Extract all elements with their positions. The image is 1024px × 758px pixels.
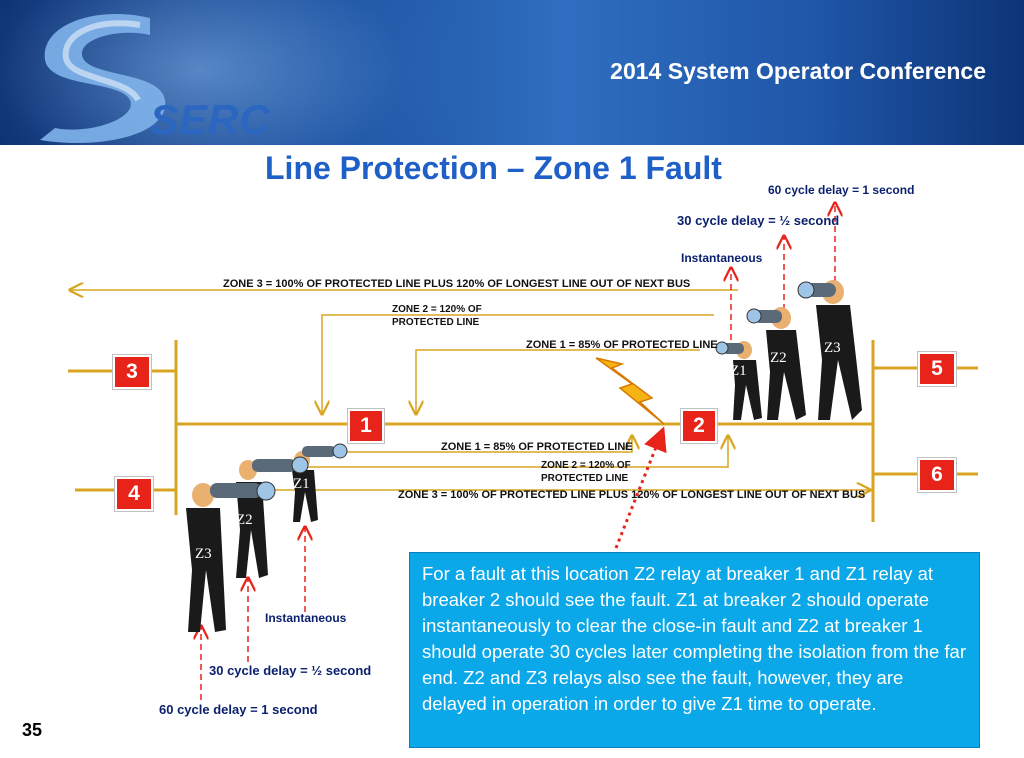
- slide-title: Line Protection – Zone 1 Fault: [265, 150, 722, 186]
- left-zone3-label: ZONE 3 = 100% OF PROTECTED LINE PLUS 120…: [398, 489, 866, 501]
- breaker-1-box: 1: [348, 409, 384, 443]
- right-delay-30: 30 cycle delay = ½ second: [677, 213, 840, 228]
- left-zone2-label: ZONE 2 = 120% OF PROTECTED LINE: [541, 460, 631, 484]
- bus-3-box: 3: [113, 355, 151, 389]
- right-z1-tag: Z1: [730, 363, 747, 379]
- left-z3-tag: Z3: [195, 546, 212, 562]
- conference-title: 2014 System Operator Conference: [610, 58, 986, 84]
- right-z3-tag: Z3: [824, 340, 841, 356]
- bus-4-box: 4: [115, 477, 153, 511]
- explanation-box: For a fault at this location Z2 relay at…: [409, 552, 980, 748]
- lightning-bolt-icon: [595, 357, 665, 425]
- logo-text: SERC: [150, 96, 271, 143]
- left-instant: Instantaneous: [265, 611, 347, 625]
- bus-6-box: 6: [918, 458, 956, 492]
- right-zone2-label: ZONE 2 = 120% OF PROTECTED LINE: [392, 304, 482, 328]
- left-zone1-label: ZONE 1 = 85% OF PROTECTED LINE: [441, 441, 633, 453]
- right-delay-60: 60 cycle delay = 1 second: [768, 183, 915, 197]
- bus-5-box: 5: [918, 352, 956, 386]
- right-z2-tag: Z2: [770, 350, 787, 366]
- left-relay-figures: [186, 443, 348, 632]
- breaker-2-box: 2: [681, 409, 717, 443]
- serc-logo-icon: [40, 14, 166, 144]
- right-zone3-label: ZONE 3 = 100% OF PROTECTED LINE PLUS 120…: [223, 278, 691, 290]
- right-instant: Instantaneous: [681, 251, 763, 265]
- right-zone1-label: ZONE 1 = 85% OF PROTECTED LINE: [526, 339, 718, 351]
- right-relay-figures: [715, 280, 862, 420]
- left-z1-tag: Z1: [293, 476, 310, 492]
- header-banner: SERC 2014 System Operator Conference: [0, 0, 1024, 145]
- left-z2-tag: Z2: [236, 512, 253, 528]
- page-number: 35: [22, 720, 43, 740]
- left-delay-60: 60 cycle delay = 1 second: [159, 702, 318, 717]
- left-delay-30: 30 cycle delay = ½ second: [209, 663, 372, 678]
